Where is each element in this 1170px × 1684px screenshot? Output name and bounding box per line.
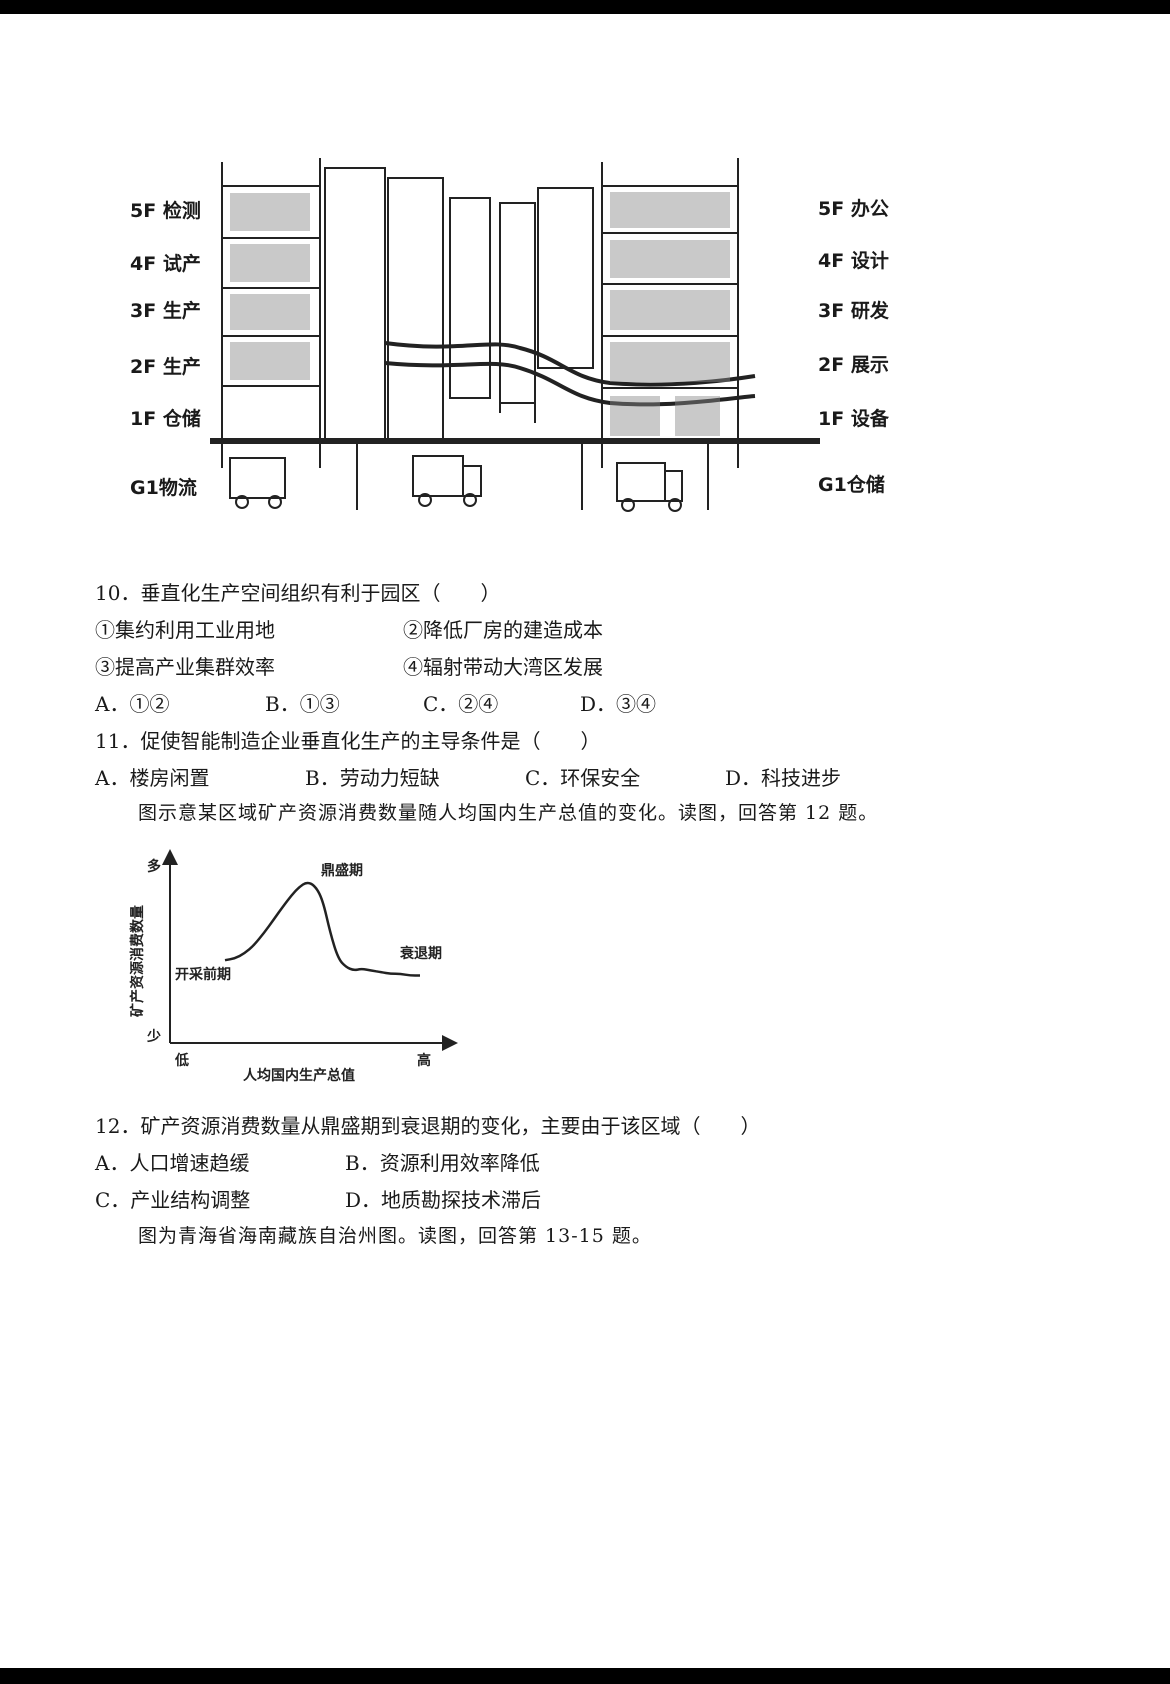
q10-item-3: ③提高产业集群效率 <box>95 655 275 679</box>
annotation-pre-mining: 开采前期 <box>175 966 231 983</box>
q10-option-d[interactable]: D．③④ <box>580 692 657 716</box>
floor-label-right-4f: 4F 设计 <box>818 250 889 272</box>
floor-label-left-1f: 1F 仓储 <box>130 408 201 430</box>
q12-stem: 12．矿产资源消费数量从鼎盛期到衰退期的变化，主要由于该区域（ ） <box>95 1114 761 1138</box>
q12-option-b[interactable]: B．资源利用效率降低 <box>345 1151 540 1175</box>
series-line <box>224 881 420 977</box>
q11-stem: 11．促使智能制造企业垂直化生产的主导条件是（ ） <box>95 729 601 753</box>
floor-label-left-4f: 4F 试产 <box>130 253 201 275</box>
y-axis-label: 矿产资源消费数量 <box>129 905 146 1017</box>
floor-label-right-g1: G1仓储 <box>818 474 885 496</box>
mineral-consumption-chart: 多 少 低 高 人均国内生产总值 矿产资源消费数量 开采前期 鼎盛期 衰退期 <box>125 845 465 1090</box>
q11-option-a[interactable]: A．楼房闲置 <box>95 766 210 790</box>
floor-label-left-3f: 3F 生产 <box>130 300 201 322</box>
q13-intro: 图为青海省海南藏族自治州图。读图，回答第 13-15 题。 <box>138 1225 652 1247</box>
q12-option-c[interactable]: C．产业结构调整 <box>95 1188 251 1212</box>
q10-option-b[interactable]: B．①③ <box>265 692 340 716</box>
floor-label-right-5f: 5F 办公 <box>818 198 889 220</box>
annotation-decline: 衰退期 <box>399 945 442 962</box>
q10-option-c[interactable]: C．②④ <box>423 692 499 716</box>
q10-item-2: ②降低厂房的建造成本 <box>403 618 603 642</box>
q10-item-4: ④辐射带动大湾区发展 <box>403 655 603 679</box>
q11-option-d[interactable]: D．科技进步 <box>725 766 842 790</box>
y-tick-low: 少 <box>146 1028 161 1045</box>
q11-option-b[interactable]: B．劳动力短缺 <box>305 766 440 790</box>
factory-illustration <box>210 158 820 512</box>
floor-label-right-2f: 2F 展示 <box>818 354 889 376</box>
bottom-border <box>0 1668 1170 1684</box>
q12-option-a[interactable]: A．人口增速趋缓 <box>95 1151 250 1175</box>
floor-label-right-3f: 3F 研发 <box>818 300 889 322</box>
annotation-peak: 鼎盛期 <box>321 862 363 879</box>
floor-label-right-1f: 1F 设备 <box>818 408 889 430</box>
y-tick-high: 多 <box>147 858 161 875</box>
q12-intro: 图示意某区域矿产资源消费数量随人均国内生产总值的变化。读图，回答第 12 题。 <box>138 802 879 824</box>
q10-stem: 10．垂直化生产空间组织有利于园区（ ） <box>95 581 501 605</box>
x-tick-low: 低 <box>174 1052 189 1069</box>
floor-label-left-2f: 2F 生产 <box>130 356 201 378</box>
chart-svg: 多 少 低 高 人均国内生产总值 矿产资源消费数量 开采前期 鼎盛期 衰退期 <box>129 849 458 1084</box>
q10-option-a[interactable]: A．①② <box>95 692 170 716</box>
floor-label-left-g1: G1物流 <box>130 477 197 499</box>
x-axis-label: 人均国内生产总值 <box>243 1067 355 1084</box>
x-tick-high: 高 <box>417 1052 431 1069</box>
vertical-factory-figure: 5F 检测 4F 试产 3F 生产 2F 生产 1F 仓储 G1物流 5F 办公… <box>130 158 890 550</box>
q11-option-c[interactable]: C．环保安全 <box>525 766 641 790</box>
floor-label-left-5f: 5F 检测 <box>130 200 201 222</box>
q10-item-1: ①集约利用工业用地 <box>95 618 275 642</box>
q12-option-d[interactable]: D．地质勘探技术滞后 <box>345 1188 542 1212</box>
top-border <box>0 0 1170 14</box>
